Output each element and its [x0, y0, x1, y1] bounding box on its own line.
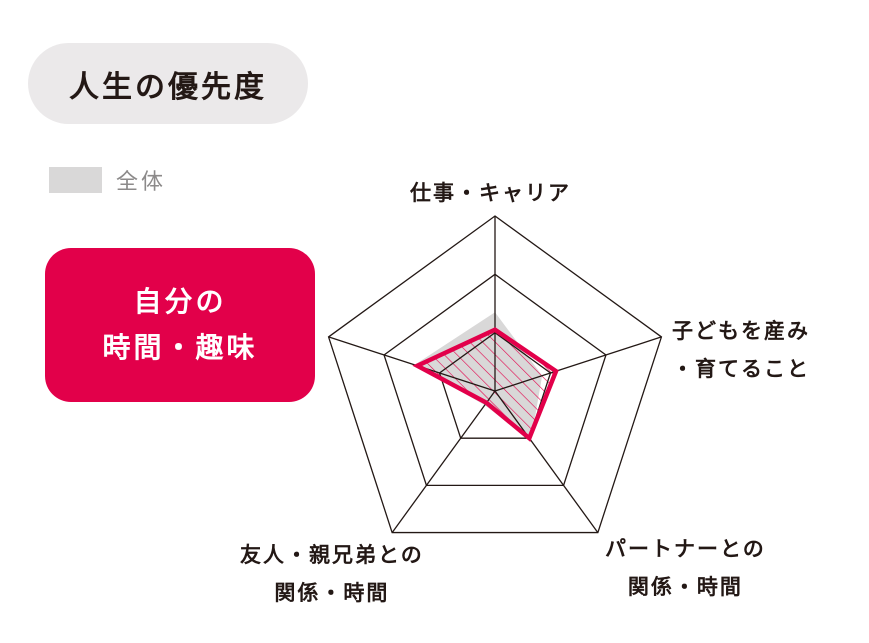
axis-label-partner: パートナーとの 関係・時間 [605, 537, 766, 599]
legend-swatch-overall [49, 167, 102, 193]
grid-spoke [494, 336, 662, 392]
highlight-line-2: 時間・趣味 [102, 331, 258, 364]
radar-grid [327, 215, 663, 534]
grid-spoke [391, 390, 496, 533]
radar-grid-inner [328, 216, 662, 533]
series-focus-hatch [417, 329, 557, 439]
series-focus-outline [412, 327, 559, 442]
legend: 全体 [49, 164, 166, 196]
legend-label-overall: 全体 [116, 170, 167, 195]
axis-label-career: 仕事・キャリア [410, 181, 571, 205]
highlight-line-1: 自分の [133, 285, 227, 318]
grid-ring [327, 215, 663, 534]
grid-spoke [328, 336, 496, 392]
highlight-category-box: 自分の 時間・趣味 [45, 248, 315, 402]
grid-ring [438, 331, 552, 439]
grid-ring [383, 273, 607, 487]
axis-label-children: 子どもを産み ・育てること [672, 319, 810, 381]
axis-label-friends-family: 友人・親兄弟との 関係・時間 [240, 543, 424, 605]
grid-spoke [494, 390, 599, 533]
page-title: 人生の優先度 [28, 43, 308, 124]
